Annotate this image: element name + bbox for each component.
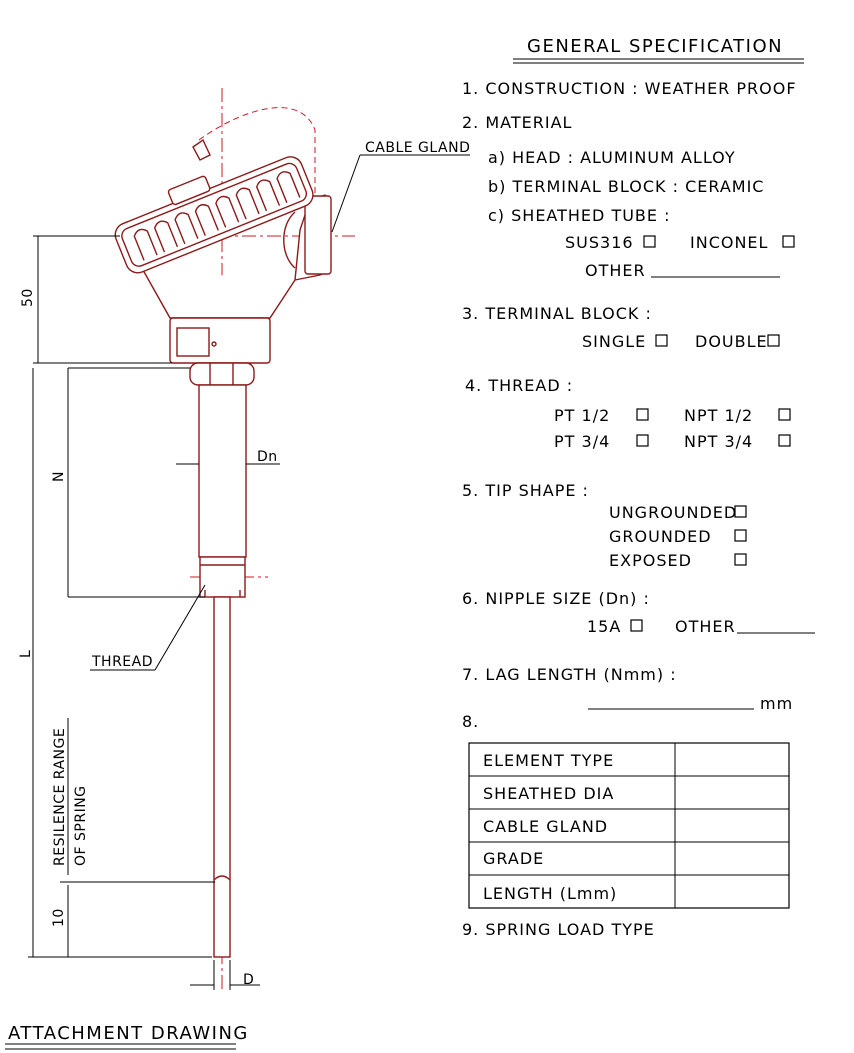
spec-2c: c) SHEATHED TUBE :	[488, 206, 671, 225]
cable-gland-label: CABLE GLAND	[365, 140, 470, 156]
grade-value-cell[interactable]	[677, 844, 787, 874]
double-label: DOUBLE	[695, 332, 768, 351]
npt12-label: NPT 1/2	[684, 406, 753, 425]
pt34-checkbox[interactable]	[636, 434, 649, 447]
pt34-label: PT 3/4	[554, 432, 610, 451]
npt34-checkbox[interactable]	[778, 434, 791, 447]
inconel-label: INCONEL	[690, 233, 768, 252]
spec-7: 7. LAG LENGTH (Nmm) :	[462, 665, 677, 684]
dimension-lines	[28, 154, 470, 990]
table-row-label: ELEMENT TYPE	[483, 751, 614, 770]
spec-2a: a) HEAD : ALUMINUM ALLOY	[488, 148, 736, 167]
mm-label: mm	[760, 694, 793, 713]
spec-8: 8.	[462, 712, 479, 731]
a15-checkbox[interactable]	[630, 619, 643, 632]
dim-n-label: N	[51, 471, 67, 482]
sus316-label: SUS316	[565, 233, 634, 252]
pt12-label: PT 1/2	[554, 406, 610, 425]
other-label: OTHER	[585, 261, 646, 280]
resilence-label-2: OF SPRING	[73, 785, 89, 866]
npt12-checkbox[interactable]	[778, 408, 791, 421]
table-row-label: GRADE	[483, 849, 544, 868]
grounded-label: GROUNDED	[609, 527, 712, 546]
double-checkbox[interactable]	[767, 334, 780, 347]
spec-2b: b) TERMINAL BLOCK : CERAMIC	[488, 177, 764, 196]
spec-2: 2. MATERIAL	[462, 113, 572, 132]
exposed-label: EXPOSED	[609, 551, 692, 570]
spec-5: 5. TIP SHAPE :	[462, 481, 589, 500]
grounded-checkbox[interactable]	[734, 529, 747, 542]
ungrounded-label: UNGROUNDED	[609, 503, 737, 522]
element-type-value-cell[interactable]	[677, 745, 787, 775]
other6-label: OTHER	[675, 617, 736, 636]
dim-50-label: 50	[20, 288, 36, 307]
table-row-label: CABLE GLAND	[483, 817, 608, 836]
spec-title: GENERAL SPECIFICATION	[527, 36, 783, 57]
single-checkbox[interactable]	[655, 334, 668, 347]
spec-4: 4. THREAD :	[465, 376, 573, 395]
thread-label: THREAD	[91, 654, 153, 670]
spec-table: ELEMENT TYPE SHEATHED DIA CABLE GLAND GR…	[468, 742, 790, 909]
spec-1: 1. CONSTRUCTION : WEATHER PROOF	[462, 79, 797, 98]
npt34-label: NPT 3/4	[684, 432, 753, 451]
dim-l-label: L	[18, 650, 34, 658]
dn-label: Dn	[257, 449, 278, 465]
length-value-cell[interactable]	[677, 877, 787, 907]
spec-3: 3. TERMINAL BLOCK :	[462, 304, 652, 323]
single-label: SINGLE	[582, 332, 646, 351]
ungrounded-checkbox[interactable]	[734, 505, 747, 518]
table-row-label: SHEATHED DIA	[483, 784, 614, 803]
spec-list: 1. CONSTRUCTION : WEATHER PROOF 2. MATER…	[462, 79, 815, 731]
spec-6: 6. NIPPLE SIZE (Dn) :	[462, 589, 650, 608]
sus316-checkbox[interactable]	[643, 235, 656, 248]
a15-label: 15A	[587, 617, 621, 636]
inconel-checkbox[interactable]	[782, 235, 795, 248]
d-label: D	[243, 972, 254, 988]
resilence-label-1: RESILENCE RANGE	[52, 728, 68, 866]
sheathed-dia-value-cell[interactable]	[677, 778, 787, 808]
attachment-title: ATTACHMENT DRAWING	[8, 1023, 249, 1044]
connection-head	[114, 138, 332, 958]
pt12-checkbox[interactable]	[636, 408, 649, 421]
dim-10-label: 10	[51, 908, 67, 927]
spec-9: 9. SPRING LOAD TYPE	[462, 920, 655, 939]
exposed-checkbox[interactable]	[734, 553, 747, 566]
cable-gland-value-cell[interactable]	[677, 811, 787, 841]
table-row-label: LENGTH (Lmm)	[483, 884, 617, 903]
